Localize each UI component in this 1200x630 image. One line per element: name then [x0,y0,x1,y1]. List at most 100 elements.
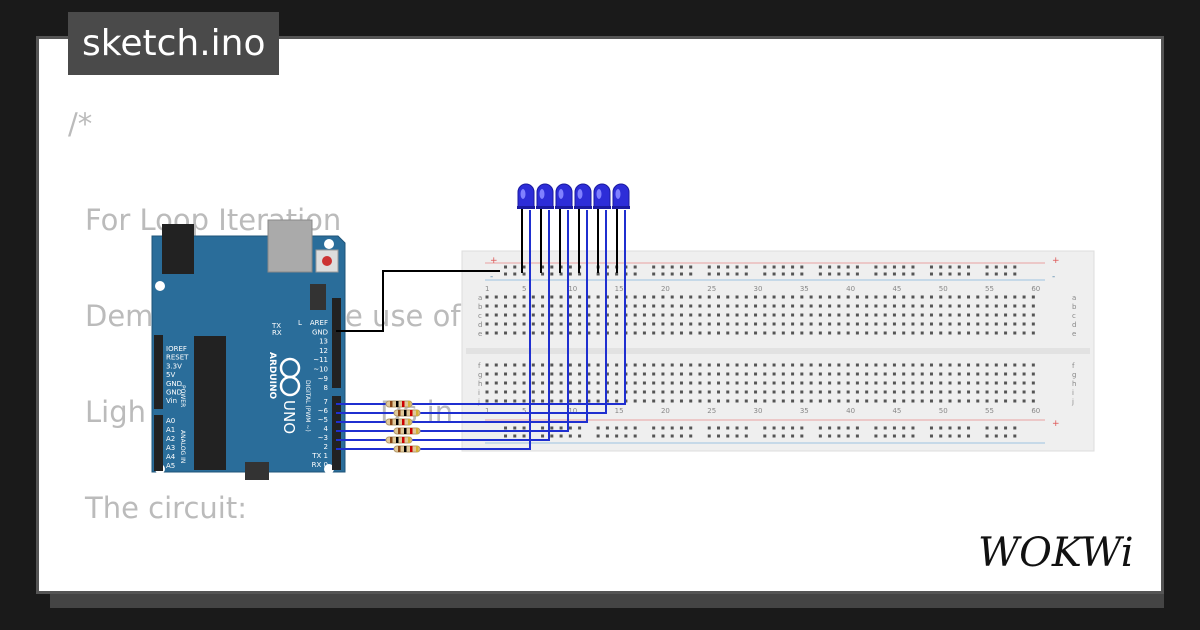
breadboard-hole [1031,304,1035,308]
breadboard-hole [772,381,776,385]
breadboard-hole [633,372,637,376]
rail-hole [568,426,572,430]
breadboard-hole [985,390,989,394]
pin-label: A5 [166,462,175,470]
breadboard-hole [689,390,693,394]
rail-hole [883,426,887,430]
breadboard-hole [1031,399,1035,403]
breadboard-hole [513,304,517,308]
breadboard-hole [605,304,609,308]
mounting-hole [155,281,165,291]
breadboard-hole [818,372,822,376]
resistor-band [396,437,399,443]
breadboard-hole [948,381,952,385]
breadboard-hole [689,381,693,385]
breadboard-hole [550,322,554,326]
breadboard-hole [929,381,933,385]
breadboard-hole [679,295,683,299]
breadboard-hole [744,295,748,299]
breadboard-hole [642,313,646,317]
breadboard-hole [883,372,887,376]
breadboard-hole [809,331,813,335]
breadboard-hole [661,304,665,308]
breadboard-hole [828,363,832,367]
breadboard-hole [772,313,776,317]
breadboard-hole [846,372,850,376]
rail-hole [670,272,674,276]
breadboard-hole [763,399,767,403]
breadboard-hole [828,399,832,403]
rail-hole [689,434,693,438]
breadboard-hole [1013,331,1017,335]
breadboard-hole [707,313,711,317]
breadboard-hole [1013,313,1017,317]
rail-hole [522,426,526,430]
power-label: POWER [179,385,186,407]
rail-hole [957,272,961,276]
breadboard-hole [735,390,739,394]
mounting-hole [324,239,334,249]
breadboard-hole [800,381,804,385]
column-label: 1 [485,285,489,293]
breadboard-hole [781,304,785,308]
breadboard-hole [920,399,924,403]
rail-hole [855,272,859,276]
rail-hole [1013,434,1017,438]
breadboard-hole [800,390,804,394]
rail-hole [735,272,739,276]
breadboard-hole [578,372,582,376]
breadboard-hole [485,322,489,326]
breadboard-hole [920,331,924,335]
breadboard-hole [846,363,850,367]
breadboard-hole [605,295,609,299]
breadboard-hole [865,372,869,376]
breadboard-hole [754,399,758,403]
breadboard-hole [726,304,730,308]
breadboard-hole [1031,331,1035,335]
row-label: f [478,362,481,370]
led-rim [574,206,592,209]
breadboard-hole [929,322,933,326]
breadboard-hole [559,313,563,317]
breadboard-hole [948,322,952,326]
code-line: Dem [85,299,153,333]
breadboard-hole [596,313,600,317]
breadboard-hole [568,322,572,326]
breadboard-hole [689,363,693,367]
breadboard-hole [754,331,758,335]
breadboard-hole [828,313,832,317]
rail-hole [605,434,609,438]
breadboard-hole [707,304,711,308]
breadboard-hole [763,304,767,308]
breadboard-hole [744,331,748,335]
breadboard-hole [920,363,924,367]
breadboard-hole [883,331,887,335]
breadboard-hole [855,390,859,394]
breadboard-hole [670,304,674,308]
breadboard-hole [985,313,989,317]
rail-hole [874,426,878,430]
breadboard-hole [902,304,906,308]
breadboard-hole [809,322,813,326]
breadboard-hole [568,295,572,299]
rail-hole [504,272,508,276]
breadboard-hole [855,363,859,367]
breadboard-hole [587,322,591,326]
rail-hole [596,426,600,430]
pin-label: ~9 [318,375,328,383]
rail-hole [781,272,785,276]
breadboard-hole [800,372,804,376]
rail-hole [522,265,526,269]
breadboard-hole [892,313,896,317]
breadboard-hole [763,313,767,317]
rail-hole [717,426,720,430]
breadboard-hole [522,331,526,335]
breadboard-hole [939,363,943,367]
pin-label: 7 [324,398,328,406]
breadboard-hole [828,372,832,376]
code-line: /* [68,107,92,141]
breadboard-hole [837,399,841,403]
breadboard-hole [781,313,785,317]
rail-hole [670,426,674,430]
